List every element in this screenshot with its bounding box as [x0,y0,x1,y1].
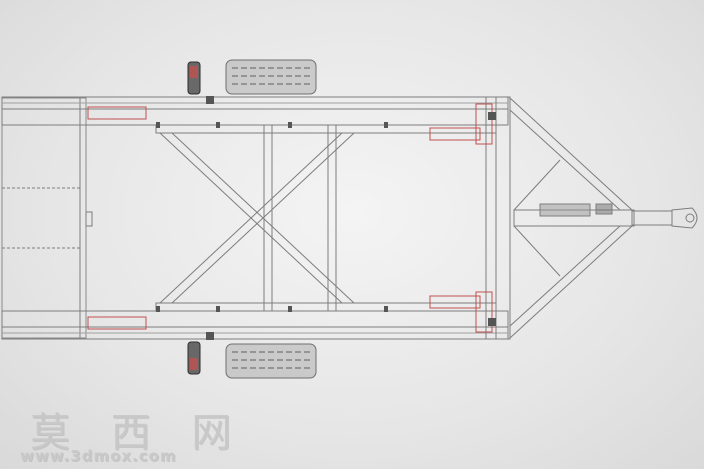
tail-light-bottom [187,341,201,375]
watermark-brand: 莫 西 网 [30,410,246,456]
side-rail-bottom [1,310,509,340]
tail-light-top [187,61,201,95]
coupling-head [631,207,698,229]
drawbar-a-frame [509,97,635,339]
x-brace [159,132,355,304]
trailer-bed [1,97,93,339]
mount-brackets [156,96,496,340]
wheel-top [225,59,317,95]
watermark-url: www.3dmox.com [20,447,177,465]
inner-frame [155,96,511,340]
side-rail-top [1,96,509,126]
wheel-bottom [225,343,317,379]
suspension-hangers [87,103,493,333]
